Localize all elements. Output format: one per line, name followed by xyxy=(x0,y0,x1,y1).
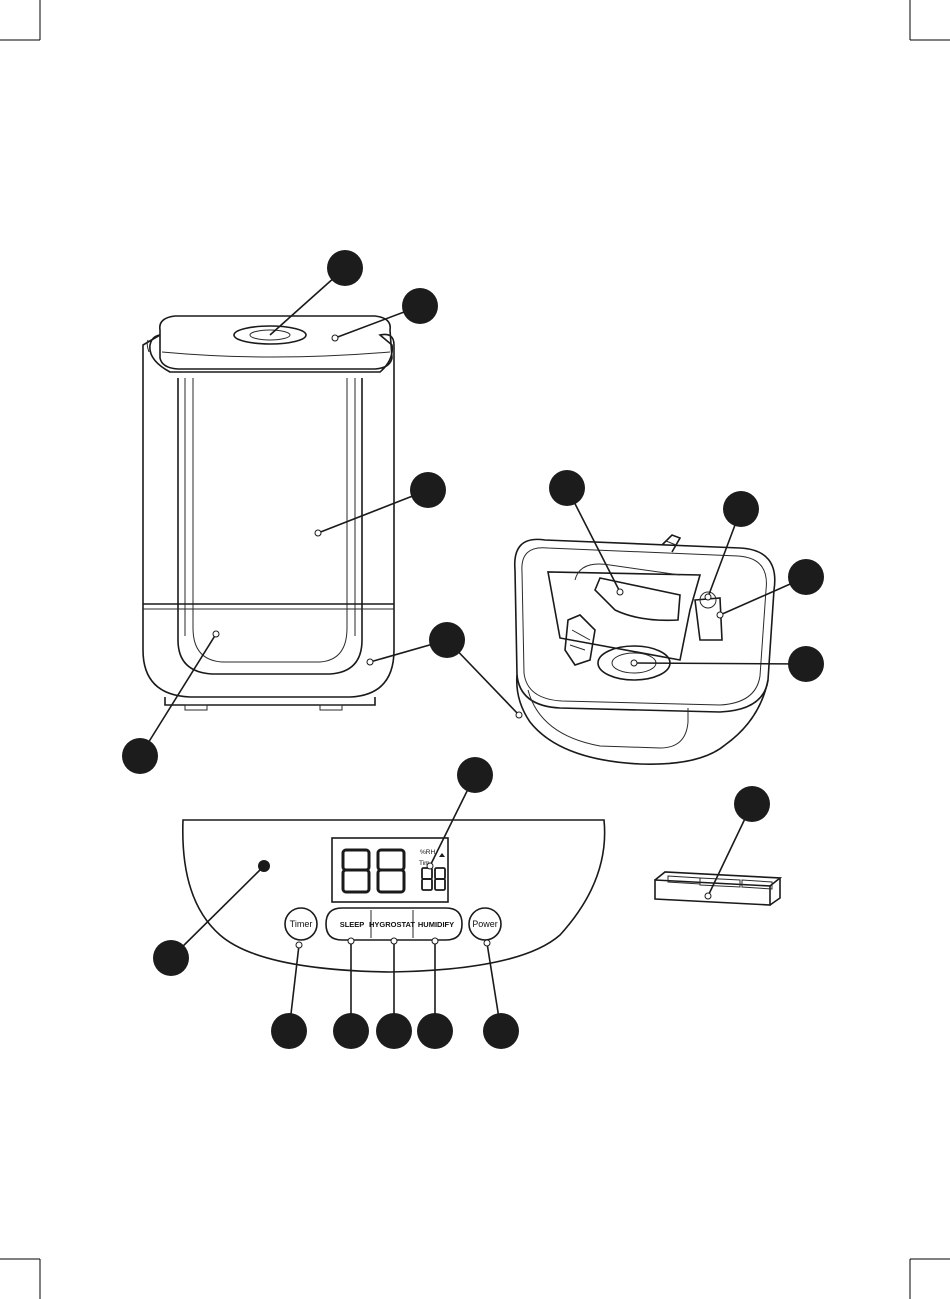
lcd-unit-label: %RH xyxy=(420,849,435,856)
callout-badge xyxy=(429,622,465,658)
callout-badge xyxy=(723,491,759,527)
callout-badge xyxy=(376,1013,412,1049)
callout-badge xyxy=(788,646,824,682)
callout-badge xyxy=(333,1013,369,1049)
power-button-label: Power xyxy=(472,919,498,929)
callout-badge xyxy=(153,940,189,976)
sleep-button-label: SLEEP xyxy=(340,920,365,929)
callout-badge xyxy=(122,738,158,774)
callout-badge xyxy=(417,1013,453,1049)
callout-badge xyxy=(271,1013,307,1049)
callout-badge xyxy=(402,288,438,324)
callout-badge xyxy=(788,559,824,595)
hygrostat-button[interactable]: HYGROSTAT xyxy=(369,920,415,929)
hygrostat-button-label: HYGROSTAT xyxy=(369,920,415,929)
lcd-big-digits xyxy=(343,850,404,892)
callout-badge xyxy=(327,250,363,286)
lcd-small-digits xyxy=(422,868,445,890)
callout-badge xyxy=(734,786,770,822)
callout-badge xyxy=(549,470,585,506)
callout-badge xyxy=(483,1013,519,1049)
leader-end-dots xyxy=(213,335,723,948)
callout-badge xyxy=(410,472,446,508)
sleep-button[interactable]: SLEEP xyxy=(340,920,365,929)
humidify-button[interactable]: HUMIDIFY xyxy=(418,920,454,929)
float-switch xyxy=(695,598,722,640)
callout-badge xyxy=(457,757,493,793)
body-shell xyxy=(143,334,394,697)
power-button[interactable]: Power xyxy=(469,908,501,940)
float-chamber xyxy=(595,578,680,620)
humidifier-front-view xyxy=(143,316,394,710)
leader-lines xyxy=(140,268,806,1031)
droplet-icon xyxy=(439,853,445,857)
top-cover xyxy=(160,316,392,369)
humidifier-base-view xyxy=(515,535,775,764)
humidify-button-label: HUMIDIFY xyxy=(418,920,454,929)
timer-button-label: Timer xyxy=(290,919,313,929)
timer-button[interactable]: Timer xyxy=(285,908,317,940)
base-rim xyxy=(515,539,775,712)
callout-badges xyxy=(122,250,824,1049)
